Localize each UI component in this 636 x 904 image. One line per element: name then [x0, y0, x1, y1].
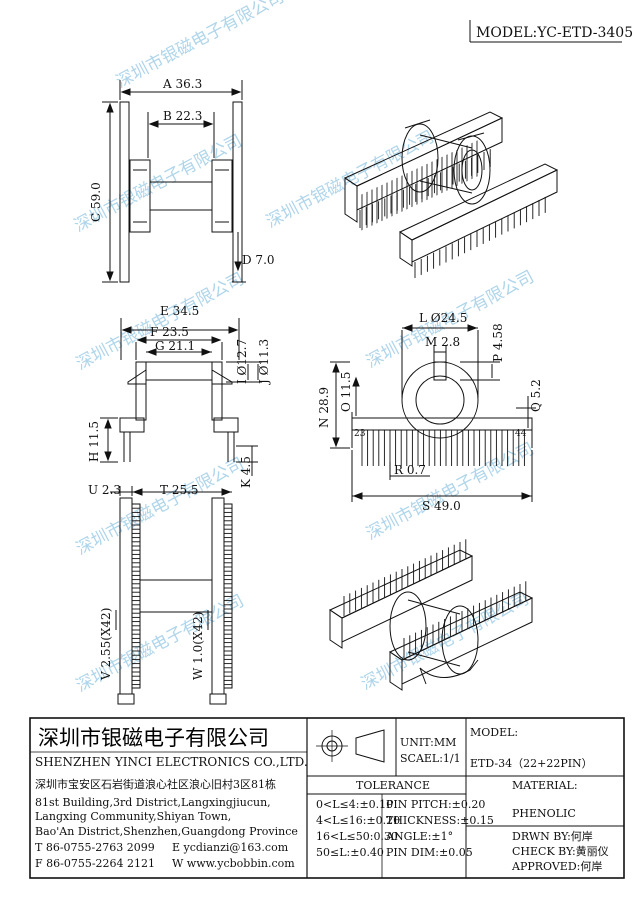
tolerance-3: 16<L≤50:0.30 — [316, 830, 398, 843]
tolerance-angle: ANGLE:±1° — [385, 830, 453, 843]
dim-N: N 28.9 — [317, 387, 331, 428]
pin-label-right: 44 — [515, 429, 527, 439]
watermark-6: 深圳市银磁电子有限公司 — [73, 454, 248, 559]
material-value: PHENOLIC — [512, 807, 576, 820]
dim-G: G 21.1 — [155, 339, 195, 353]
dim-R: R 0.7 — [394, 463, 426, 477]
company-name-en: SHENZHEN YINCI ELECTRONICS CO.,LTD. — [35, 755, 308, 769]
dim-M: M 2.8 — [425, 335, 460, 349]
dim-B: B 22.3 — [163, 109, 202, 123]
tolerance-4: 50≤L:±0.40 — [316, 846, 384, 859]
title-block — [29, 717, 625, 879]
dim-T: T 25.5 — [160, 483, 199, 497]
dim-D: D 7.0 — [242, 253, 275, 267]
watermark-9: 深圳市银磁电子有限公司 — [358, 589, 533, 694]
dim-L: L Ø24.5 — [419, 311, 467, 325]
model-label: MODEL: — [470, 726, 518, 739]
iso-top-pins — [359, 149, 546, 278]
tolerance-pin-pitch: PIN PITCH:±0.20 — [386, 798, 485, 811]
watermark-7: 深圳市银磁电子有限公司 — [363, 439, 538, 544]
isometric-view-top — [343, 111, 559, 267]
drawn-by: DRWN BY:何岸 — [512, 830, 593, 843]
side-view — [100, 318, 262, 476]
material-label: MATERIAL: — [512, 779, 578, 792]
dim-A: A 36.3 — [162, 77, 202, 91]
dim-S: S 49.0 — [422, 499, 461, 513]
dim-H: H 11.5 — [87, 421, 101, 462]
tolerance-label: TOLERANCE — [356, 779, 430, 792]
pin-label-left: 23 — [354, 429, 366, 439]
watermark-4: 深圳市银磁电子有限公司 — [73, 269, 248, 374]
tolerance-1: 0<L≤4:±0.10 — [316, 798, 393, 811]
scale: SCAEL:1/1 — [400, 752, 461, 765]
dim-O: O 11.5 — [339, 372, 353, 412]
end-view-pins — [361, 430, 525, 466]
approved-by: APPROVED:何岸 — [511, 860, 602, 873]
address-cn: 深圳市宝安区石岩街道浪心社区浪心旧村3区81栋 — [35, 777, 276, 791]
dim-E: E 34.5 — [160, 304, 199, 318]
tolerance-2: 4<L≤16:±0.20 — [316, 814, 400, 827]
dim-I: I Ø12.7 — [235, 339, 249, 384]
front-view — [102, 80, 246, 283]
email: E ycdianzi@163.com — [172, 841, 289, 854]
dim-W: W 1.0(X42) — [191, 612, 205, 680]
iso-bottom-pins — [343, 539, 527, 658]
dim-P: P 4.58 — [491, 323, 505, 362]
dim-C: C 59.0 — [89, 182, 103, 222]
dim-V: V 2.55(X42) — [99, 608, 113, 681]
dim-F: F 23.5 — [150, 325, 189, 339]
company-name-cn: 深圳市银磁电子有限公司 — [38, 726, 269, 750]
model-header-text: MODEL:YC-ETD-3405 — [476, 25, 633, 41]
unit: UNIT:MM — [400, 736, 456, 749]
fax: F 86-0755-2264 2121 — [35, 857, 155, 870]
end-view — [330, 324, 536, 502]
address-en-2: Langxing Community,Shiyan Town, — [35, 810, 231, 823]
dim-K: K 4.5 — [239, 456, 253, 488]
address-en-3: Bao'An District,Shenzhen,Guangdong Provi… — [35, 825, 298, 838]
model-value: ETD-34（22+22PIN） — [470, 757, 593, 770]
tolerance-thickness: THICKNESS:±0.15 — [386, 814, 494, 827]
website: W www.ycbobbin.com — [172, 857, 295, 870]
watermarks: 深圳市银磁电子有限公司 深圳市银磁电子有限公司 深圳市银磁电子有限公司 深圳市银… — [71, 0, 538, 696]
dim-U: U 2.3 — [88, 483, 121, 497]
isometric-view-bottom — [328, 549, 534, 691]
tolerance-pin-dim: PIN DIM:±0.05 — [386, 846, 473, 859]
dim-J: J Ø11.3 — [257, 339, 271, 386]
address-en-1: 81st Building,3rd District,Langxingjiucu… — [35, 796, 271, 809]
plan-view-pins — [132, 503, 232, 686]
checked-by: CHECK BY:黄丽仪 — [512, 844, 609, 858]
model-header: MODEL:YC-ETD-3405 — [469, 20, 633, 43]
dim-Q: Q 5.2 — [529, 379, 543, 412]
telephone: T 86-0755-2763 2099 — [35, 841, 155, 854]
